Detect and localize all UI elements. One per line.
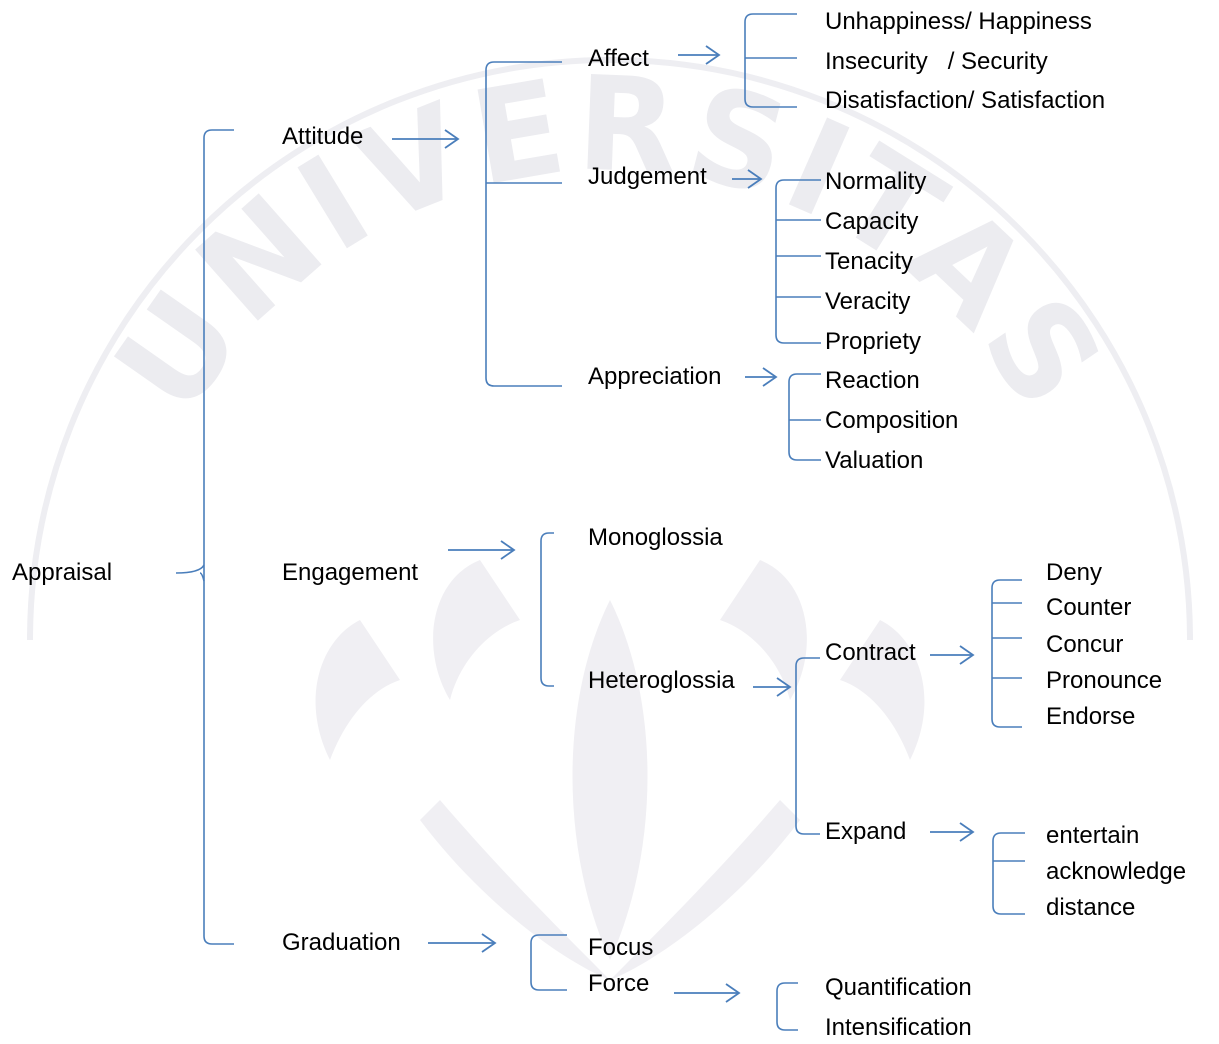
node-force: Force: [588, 970, 650, 997]
node-counter: Counter: [1046, 594, 1132, 621]
node-concur: Concur: [1046, 631, 1124, 658]
bracket-engagement: [540, 532, 554, 687]
node-normality: Normality: [825, 168, 927, 195]
node-engagement: Engagement: [282, 559, 419, 586]
watermark-arc: [27, 57, 1193, 641]
node-graduation: Graduation: [282, 929, 401, 956]
node-monoglossia: Monoglossia: [588, 524, 723, 551]
node-disatisfaction-satisfaction: Disatisfaction/ Satisfaction: [825, 87, 1106, 114]
node-valuation: Valuation: [825, 447, 924, 474]
arrow-judgement: [732, 169, 763, 189]
connectors: [175, 13, 1025, 1031]
arrow-affect-head: [705, 45, 721, 65]
bracket-expand: [992, 832, 1025, 915]
node-endorse: Endorse: [1046, 703, 1136, 730]
arrow-engagement-head: [500, 540, 516, 560]
arrow-force: [674, 983, 741, 1003]
node-quantification: Quantification: [825, 974, 972, 1001]
arrow-affect: [678, 45, 721, 65]
arrow-expand-head: [959, 822, 975, 842]
node-entertain: entertain: [1046, 822, 1140, 849]
node-affect: Affect: [588, 45, 649, 72]
node-expand: Expand: [825, 818, 907, 845]
arrows: [392, 45, 975, 1003]
arrow-contract-head: [959, 645, 975, 665]
arrow-judgement-head: [747, 169, 763, 189]
bracket-graduation: [530, 934, 567, 991]
node-judgement: Judgement: [588, 163, 707, 190]
node-distance: distance: [1046, 894, 1136, 921]
arrow-appreciation: [745, 367, 778, 387]
arrow-attitude: [392, 129, 460, 149]
bracket-attitude: [485, 61, 562, 387]
bracket-judgement: [775, 179, 821, 344]
bracket-force: [776, 982, 798, 1031]
arrow-force-head: [725, 983, 741, 1003]
arrow-graduation: [428, 933, 497, 953]
bracket-contract: [991, 579, 1022, 728]
arrow-heteroglossia: [753, 677, 792, 697]
node-heteroglossia: Heteroglossia: [588, 667, 735, 694]
arrow-heteroglossia-head: [776, 677, 792, 697]
bracket-appraisal-apex: [175, 564, 205, 582]
arrow-engagement: [448, 540, 516, 560]
node-attitude: Attitude: [282, 123, 364, 150]
arrow-expand: [930, 822, 975, 842]
bracket-heteroglossia: [795, 657, 820, 835]
node-deny: Deny: [1046, 559, 1103, 586]
arrow-contract: [930, 645, 975, 665]
node-reaction: Reaction: [825, 367, 920, 394]
arrow-graduation-head: [481, 933, 497, 953]
arrow-attitude-head: [444, 129, 460, 149]
watermark-emblem: [315, 560, 925, 980]
node-capacity: Capacity: [825, 208, 919, 235]
node-pronounce: Pronounce: [1046, 667, 1163, 694]
node-intensification: Intensification: [825, 1014, 972, 1041]
bracket-affect: [744, 13, 797, 108]
node-focus: Focus: [588, 934, 654, 961]
arrow-appreciation-head: [762, 367, 778, 387]
bracket-appreciation: [788, 373, 821, 461]
node-propriety: Propriety: [825, 328, 922, 355]
bracket-appraisal: [203, 129, 234, 945]
node-contract: Contract: [825, 639, 916, 666]
node-appraisal: Appraisal: [12, 559, 113, 586]
node-appreciation: Appreciation: [588, 363, 722, 390]
node-acknowledge: acknowledge: [1046, 858, 1187, 885]
node-veracity: Veracity: [825, 288, 911, 315]
node-unhappiness-happiness: Unhappiness/ Happiness: [825, 8, 1092, 35]
node-insecurity-security: Insecurity / Security: [825, 48, 1048, 75]
node-composition: Composition: [825, 407, 959, 434]
node-tenacity: Tenacity: [825, 248, 914, 275]
